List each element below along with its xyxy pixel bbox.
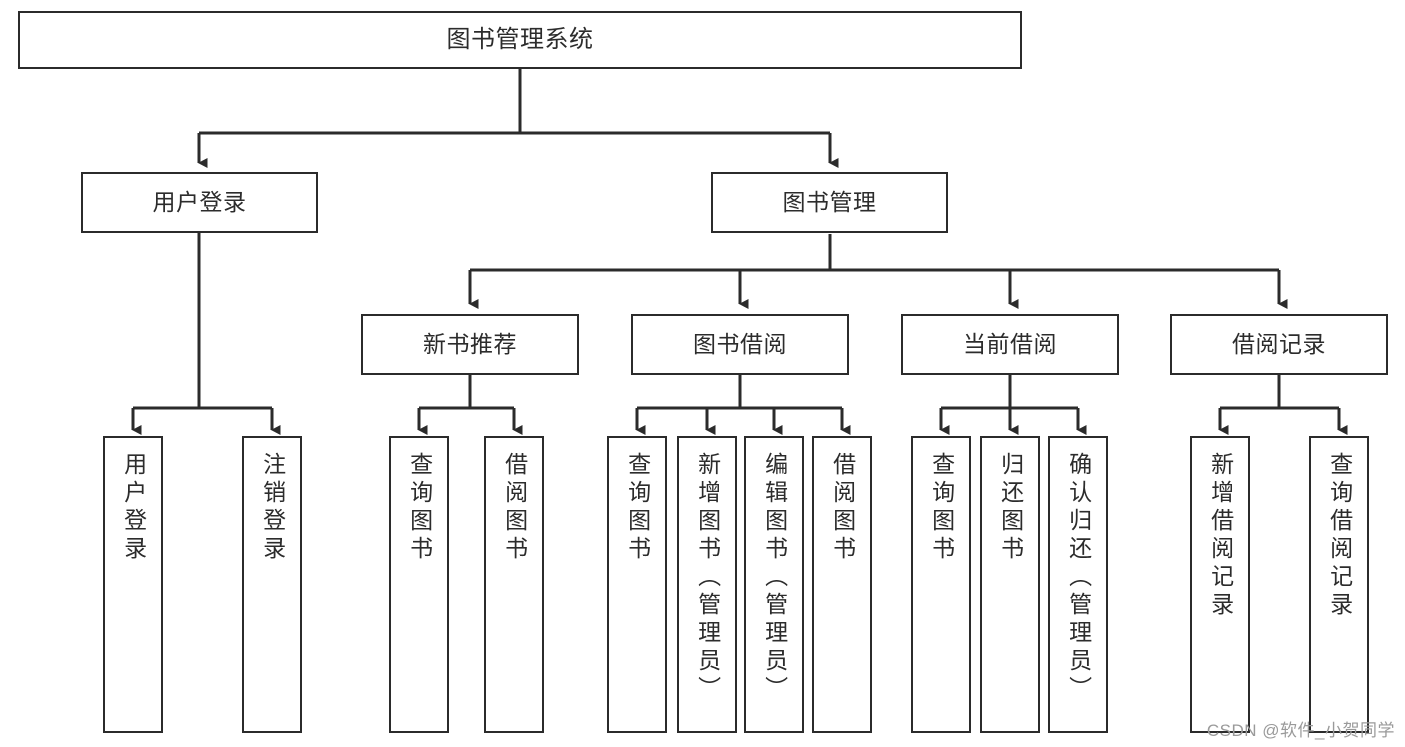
node-borrow-record[interactable]: 借阅记录 [1170,314,1388,375]
node-leaf-borrow-add-book[interactable]: 新增图书（管理员） [677,436,737,733]
node-current-borrow-label: 当前借阅 [963,330,1057,357]
node-current-borrow[interactable]: 当前借阅 [901,314,1119,375]
node-book-borrow[interactable]: 图书借阅 [631,314,849,375]
node-leaf-record-add[interactable]: 新增借阅记录 [1190,436,1250,733]
node-leaf-borrow-query-book-label: 查询图书 [624,452,651,564]
node-leaf-current-query-book[interactable]: 查询图书 [911,436,971,733]
node-leaf-borrow-query-book[interactable]: 查询图书 [607,436,667,733]
node-user-login[interactable]: 用户登录 [81,172,318,233]
node-new-book-rec-label: 新书推荐 [423,330,517,357]
node-leaf-borrow-add-book-label: 新增图书（管理员） [694,452,721,704]
node-new-book-rec[interactable]: 新书推荐 [361,314,579,375]
node-leaf-rec-borrow-book[interactable]: 借阅图书 [484,436,544,733]
node-leaf-record-add-label: 新增借阅记录 [1207,452,1234,620]
node-leaf-user-login-label: 用户登录 [120,452,147,564]
node-leaf-rec-borrow-book-label: 借阅图书 [501,452,528,564]
node-book-borrow-label: 图书借阅 [693,330,787,357]
node-book-manage-label: 图书管理 [782,188,877,215]
node-leaf-current-confirm-return[interactable]: 确认归还（管理员） [1048,436,1108,733]
node-leaf-borrow-edit-book[interactable]: 编辑图书（管理员） [744,436,804,733]
node-leaf-user-logout[interactable]: 注销登录 [242,436,302,733]
node-root-label: 图书管理系统 [446,25,594,53]
node-borrow-record-label: 借阅记录 [1232,330,1326,357]
node-book-manage[interactable]: 图书管理 [711,172,948,233]
node-leaf-record-query-label: 查询借阅记录 [1326,452,1353,620]
node-leaf-record-query[interactable]: 查询借阅记录 [1309,436,1369,733]
node-leaf-borrow-edit-book-label: 编辑图书（管理员） [761,452,788,704]
node-leaf-current-query-book-label: 查询图书 [928,452,955,564]
node-leaf-borrow-borrow-book[interactable]: 借阅图书 [812,436,872,733]
node-leaf-user-login[interactable]: 用户登录 [103,436,163,733]
node-leaf-user-logout-label: 注销登录 [259,452,286,564]
node-user-login-label: 用户登录 [152,188,247,215]
node-leaf-rec-query-book-label: 查询图书 [406,452,433,564]
node-leaf-rec-query-book[interactable]: 查询图书 [389,436,449,733]
node-leaf-current-confirm-return-label: 确认归还（管理员） [1065,452,1092,704]
node-leaf-current-return-book-label: 归还图书 [997,452,1024,564]
node-leaf-borrow-borrow-book-label: 借阅图书 [829,452,856,564]
node-leaf-current-return-book[interactable]: 归还图书 [980,436,1040,733]
node-root[interactable]: 图书管理系统 [18,11,1022,69]
